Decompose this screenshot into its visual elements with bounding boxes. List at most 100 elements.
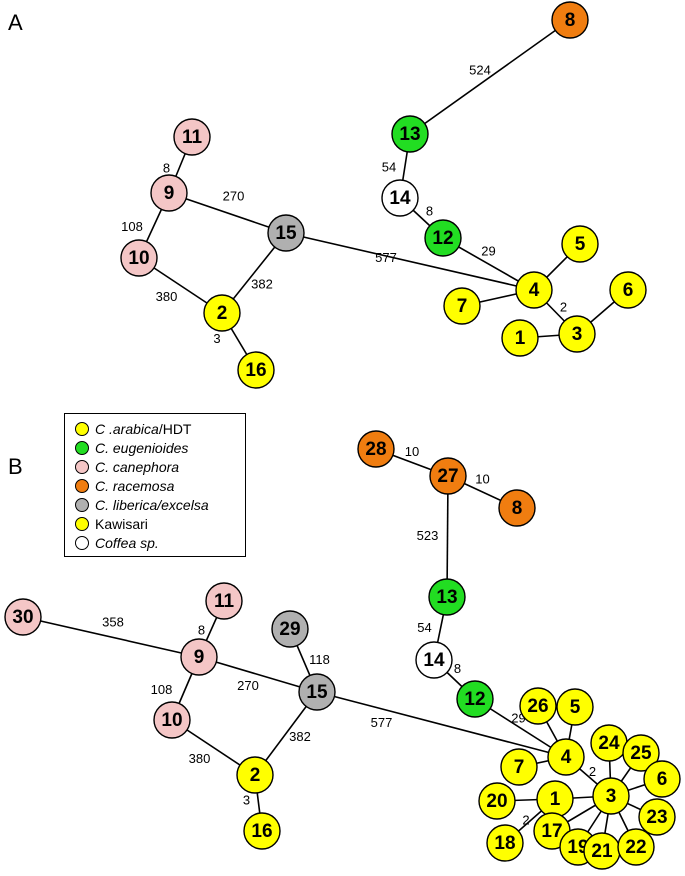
node-13 <box>391 115 429 153</box>
edge-label: 108 <box>151 682 173 697</box>
legend-swatch <box>75 516 89 531</box>
node-16 <box>243 812 281 850</box>
node-label: 12 <box>464 689 485 710</box>
node-label: 15 <box>275 223 297 244</box>
edge-label: 8 <box>426 203 433 218</box>
node-10 <box>120 239 158 277</box>
edge-label: 523 <box>417 528 439 543</box>
legend-label-italic: C. eugenioides <box>95 439 189 456</box>
edge-label: 8 <box>198 622 205 637</box>
legend-label: Coffea sp. <box>95 535 159 551</box>
node-15 <box>298 673 336 711</box>
node-label: 8 <box>512 498 523 519</box>
node-28 <box>357 430 395 468</box>
node-label: 14 <box>389 188 411 209</box>
node-label: 2 <box>217 303 228 324</box>
network-a: 5245482981082703803825773281314121191015… <box>120 1 647 389</box>
node-label: 9 <box>194 647 205 668</box>
node-label: 20 <box>486 791 507 812</box>
edge-label: 10 <box>405 444 419 459</box>
node-label: 7 <box>457 296 468 317</box>
legend-swatch <box>75 497 89 512</box>
edge-label: 577 <box>375 250 397 265</box>
edge-label: 29 <box>481 243 495 258</box>
node-27 <box>429 457 467 495</box>
node-8 <box>551 1 589 39</box>
panel-b-label: B <box>8 454 23 479</box>
node-3 <box>558 315 596 353</box>
node-label: 1 <box>515 328 526 349</box>
node-2 <box>203 294 241 332</box>
edge-9-15 <box>198 656 318 693</box>
edge-label: 577 <box>371 715 393 730</box>
node-5 <box>556 688 594 726</box>
node-label: 8 <box>565 10 576 31</box>
node-label: 4 <box>561 747 572 768</box>
node-label: 18 <box>494 833 515 854</box>
legend-label-text: /HDT <box>158 420 192 437</box>
edge-label: 10 <box>475 471 489 486</box>
node-label: 10 <box>128 248 149 269</box>
node-25 <box>622 734 660 772</box>
panel-a-label: A <box>8 10 23 35</box>
node-16 <box>237 351 275 389</box>
node-5 <box>561 225 599 263</box>
node-14 <box>381 179 419 217</box>
node-6 <box>643 760 681 798</box>
edge-label: 382 <box>289 729 311 744</box>
edge-label: 380 <box>189 751 211 766</box>
node-label: 1 <box>550 789 561 810</box>
node-label: 13 <box>436 587 457 608</box>
node-label: 9 <box>164 183 175 204</box>
edge-15-4 <box>316 691 567 758</box>
node-11 <box>173 118 211 156</box>
legend-swatch <box>75 459 89 474</box>
edge-15-4 <box>285 232 535 291</box>
edge-label: 8 <box>454 661 461 676</box>
node-label: 16 <box>245 360 266 381</box>
legend-item: Coffea sp. <box>75 533 245 552</box>
legend-swatch <box>75 440 89 455</box>
node-7 <box>443 287 481 325</box>
node-14 <box>415 641 453 679</box>
node-label: 21 <box>591 841 613 862</box>
node-8 <box>498 489 536 527</box>
node-label: 6 <box>657 769 668 790</box>
node-label: 16 <box>251 821 272 842</box>
node-1 <box>501 319 539 357</box>
node-9 <box>150 174 188 212</box>
edge-label: 8 <box>163 160 170 175</box>
node-label: 5 <box>570 697 581 718</box>
node-4 <box>547 738 585 776</box>
node-7 <box>500 748 538 786</box>
node-13 <box>428 578 466 616</box>
legend-label-italic: C. liberica/excelsa <box>95 496 209 513</box>
legend-label: C. liberica/excelsa <box>95 497 209 513</box>
edge-label: 118 <box>309 652 330 667</box>
node-29 <box>271 610 309 648</box>
edge-label: 382 <box>251 276 273 291</box>
legend-label-italic: C .arabica <box>95 420 159 437</box>
legend-label: C. canephora <box>95 459 179 475</box>
legend-swatch <box>75 478 89 493</box>
legend-item: C. liberica/excelsa <box>75 495 245 514</box>
edge-9-15 <box>168 192 287 234</box>
node-label: 12 <box>432 228 453 249</box>
node-10 <box>153 701 191 739</box>
legend-label: C. eugenioides <box>95 440 188 456</box>
node-label: 5 <box>575 234 586 255</box>
node-30 <box>4 598 42 636</box>
node-label: 3 <box>572 324 583 345</box>
legend-label: Kawisari <box>95 516 148 532</box>
node-label: 7 <box>514 757 525 778</box>
edge-label: 54 <box>382 159 396 174</box>
legend-item: C. canephora <box>75 457 245 476</box>
edge-30-9 <box>22 616 200 658</box>
node-26 <box>519 687 557 725</box>
node-label: 3 <box>606 786 617 807</box>
edge-label: 270 <box>237 678 259 693</box>
node-9 <box>180 638 218 676</box>
node-4 <box>515 271 553 309</box>
node-18 <box>486 824 524 862</box>
node-3 <box>592 777 630 815</box>
